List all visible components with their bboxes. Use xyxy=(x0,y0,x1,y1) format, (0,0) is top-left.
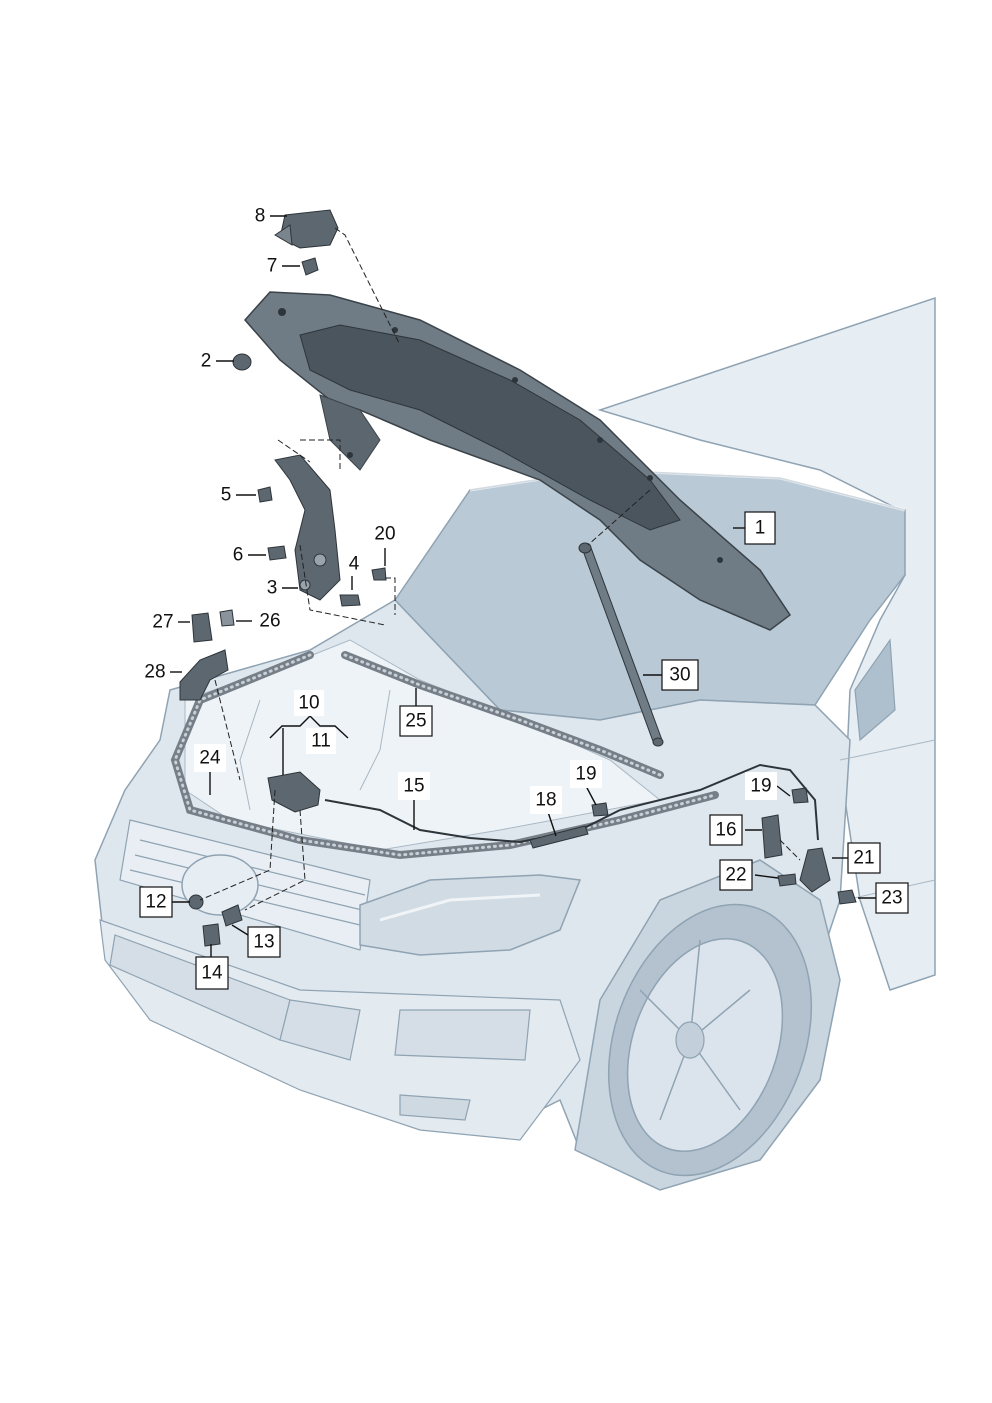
svg-text:28: 28 xyxy=(144,662,165,683)
part-19-clip-b xyxy=(791,787,809,804)
svg-text:11: 11 xyxy=(311,731,331,752)
svg-text:23: 23 xyxy=(881,888,902,909)
svg-text:19: 19 xyxy=(575,764,596,785)
part-14-nut xyxy=(202,923,221,947)
svg-text:3: 3 xyxy=(267,578,278,599)
callout-23: 23 xyxy=(875,882,909,914)
part-23-clip xyxy=(837,889,857,905)
svg-text:22: 22 xyxy=(725,865,746,886)
callout-28: 28 xyxy=(140,658,170,686)
part-2-buffer xyxy=(232,353,252,371)
parts xyxy=(179,209,857,947)
callout-3: 3 xyxy=(262,576,282,600)
callout-4: 4 xyxy=(344,552,364,576)
svg-text:16: 16 xyxy=(715,820,736,841)
callout-30: 30 xyxy=(661,659,699,691)
svg-text:12: 12 xyxy=(145,892,166,913)
part-10-11-lock xyxy=(267,771,321,813)
svg-text:19: 19 xyxy=(750,776,771,797)
svg-text:24: 24 xyxy=(199,748,221,769)
callout-18: 18 xyxy=(530,786,562,814)
callout-22: 22 xyxy=(719,859,753,891)
part-22-screw xyxy=(777,873,797,887)
part-12-bolt xyxy=(188,894,204,910)
callout-25: 25 xyxy=(399,705,433,737)
svg-text:2: 2 xyxy=(201,351,212,372)
callout-19a: 19 xyxy=(570,760,602,788)
svg-text:15: 15 xyxy=(403,776,424,797)
callout-21: 21 xyxy=(847,842,881,874)
part-19-clip xyxy=(591,802,609,817)
callout-leaders xyxy=(170,215,876,958)
callout-2: 2 xyxy=(196,349,216,373)
callout-14: 14 xyxy=(195,956,229,990)
svg-text:10: 10 xyxy=(298,693,319,714)
part-13-bolt xyxy=(221,904,243,927)
svg-text:30: 30 xyxy=(669,665,690,686)
part-16-cover xyxy=(761,814,783,859)
hood xyxy=(243,291,792,631)
svg-text:6: 6 xyxy=(233,545,244,566)
part-3-hinge xyxy=(274,454,341,601)
svg-text:1: 1 xyxy=(755,518,766,539)
callout-11: 11 xyxy=(306,728,336,754)
part-27-buffer xyxy=(191,612,213,643)
callout-19b: 19 xyxy=(745,772,777,800)
callout-1: 1 xyxy=(744,511,776,545)
svg-text:21: 21 xyxy=(853,848,874,869)
svg-text:26: 26 xyxy=(259,611,280,632)
hood-insulation xyxy=(299,324,681,531)
callout-27: 27 xyxy=(148,608,178,636)
part-6-bolt xyxy=(267,545,287,561)
callout-20: 20 xyxy=(370,520,400,548)
assembly-lines xyxy=(199,227,801,911)
callout-13: 13 xyxy=(247,926,281,958)
part-28-bracket xyxy=(179,649,229,701)
callout-6: 6 xyxy=(228,543,248,567)
callout-26: 26 xyxy=(254,607,284,635)
vehicle-rim xyxy=(626,937,784,1153)
svg-text:8: 8 xyxy=(255,206,266,227)
callouts: 8 7 2 1 5 6 3 4 20 27 26 28 30 25 10 11 … xyxy=(139,204,909,990)
part-21-handle xyxy=(799,847,831,893)
part-5-bolt xyxy=(257,486,273,503)
callout-10: 10 xyxy=(294,690,324,716)
part-18-sleeve xyxy=(529,825,589,849)
callout-15: 15 xyxy=(398,772,430,800)
callout-24: 24 xyxy=(194,744,226,772)
svg-text:20: 20 xyxy=(374,524,395,545)
part-4-bolt xyxy=(339,594,361,607)
svg-text:5: 5 xyxy=(221,485,232,506)
callout-7: 8 xyxy=(250,204,270,228)
svg-text:4: 4 xyxy=(349,554,360,575)
part-26-cap xyxy=(219,609,235,627)
svg-text:14: 14 xyxy=(201,963,223,984)
svg-text:18: 18 xyxy=(535,790,556,811)
part-8-bolt xyxy=(301,257,319,276)
part-20-clip xyxy=(371,567,387,581)
svg-text:13: 13 xyxy=(253,932,274,953)
callout-16: 16 xyxy=(709,814,743,846)
callout-8: 7 xyxy=(262,254,282,278)
callout-12: 12 xyxy=(139,886,173,918)
svg-text:25: 25 xyxy=(405,711,426,732)
svg-text:7: 7 xyxy=(267,256,278,277)
callout-5: 5 xyxy=(216,483,236,507)
svg-text:27: 27 xyxy=(152,612,173,633)
vehicle-side-window xyxy=(854,638,896,742)
